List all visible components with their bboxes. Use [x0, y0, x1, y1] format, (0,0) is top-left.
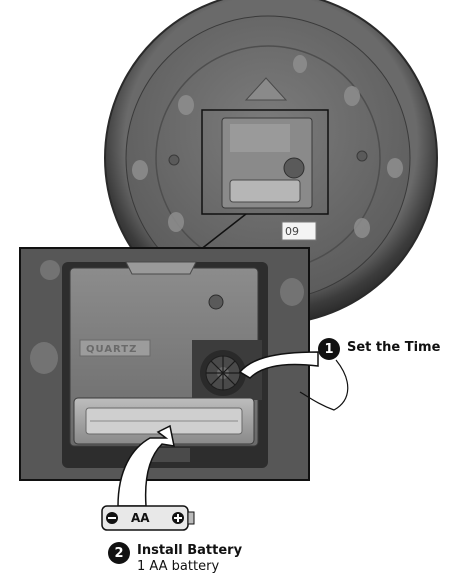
- step-1-badge: 1: [318, 338, 340, 360]
- arrow-install-battery-icon: [117, 424, 175, 507]
- movement-brand-label: QUARTZ: [86, 344, 138, 355]
- step-2-subtitle: 1 AA battery: [137, 559, 220, 574]
- serial-sticker: [281, 221, 317, 241]
- aa-battery-icon: [101, 505, 195, 531]
- battery-label: AA: [131, 511, 150, 525]
- step-2-title: Install Battery: [137, 543, 243, 558]
- step-2-badge: 2: [108, 542, 130, 564]
- serial-number-text: 09: [285, 225, 299, 238]
- movement-small: [201, 109, 329, 215]
- time-setting-knob: [200, 350, 246, 396]
- step-1-title: Set the Time: [347, 340, 441, 355]
- arrow-set-time-icon: [238, 351, 319, 379]
